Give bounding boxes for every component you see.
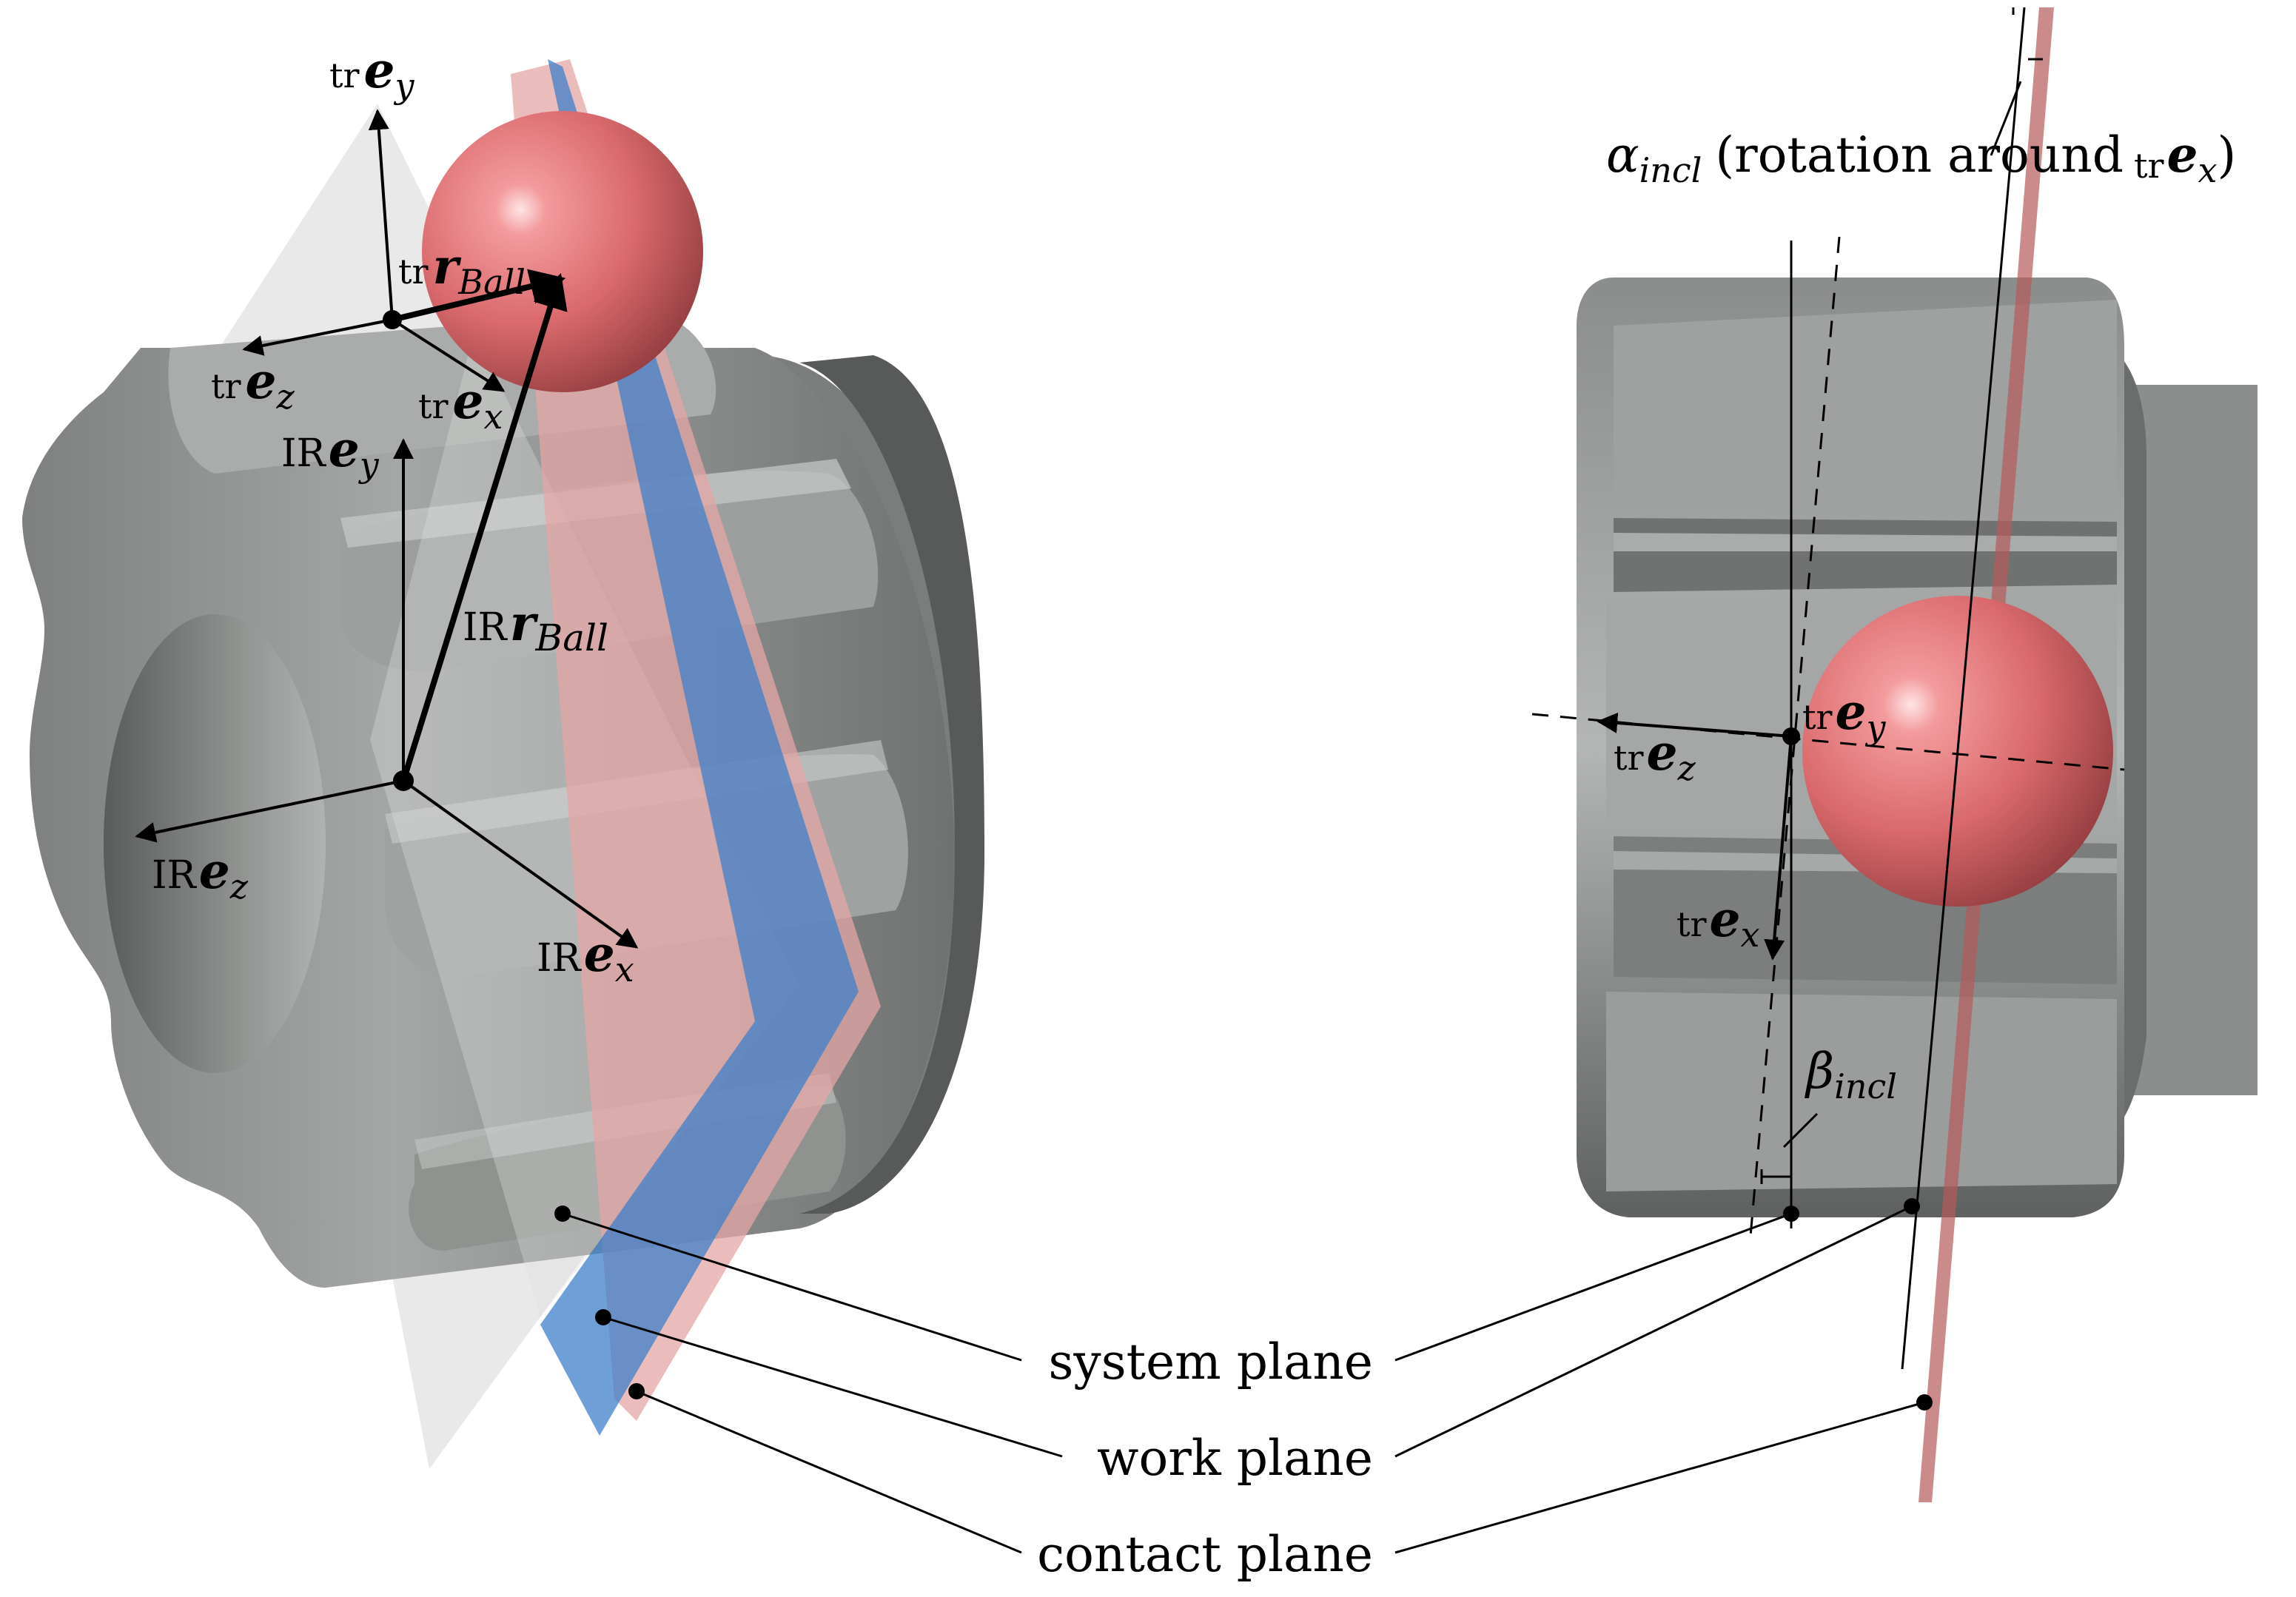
label-right-tr-ex: trex	[1676, 890, 1759, 955]
svg-text:trex: trex	[1676, 890, 1759, 955]
work-plane-left	[540, 59, 859, 1436]
svg-text:IRez: IRez	[152, 842, 249, 907]
svg-text:IRrBall: IRrBall	[463, 594, 608, 659]
ir-origin	[393, 770, 414, 791]
tr-origin-right	[1782, 727, 1800, 745]
label-left-ir-ex: IRex	[537, 925, 634, 989]
tr-frame-right	[1597, 712, 1793, 961]
svg-text:IRex: IRex	[537, 925, 634, 989]
svg-text:trez: trez	[1614, 724, 1696, 788]
label-left-ir-rball: IRrBall	[463, 594, 608, 659]
system-plane-label: system plane	[1049, 1334, 1373, 1391]
label-left-tr-ez: trez	[211, 352, 295, 417]
inner-ring-isometric-view: trey trrBall trez trex IRey IRrBall IRez…	[22, 41, 984, 1469]
contact-plane-label: contact plane	[1037, 1526, 1373, 1583]
label-left-ir-ey: IRey	[281, 420, 380, 485]
ball-left	[422, 111, 703, 392]
label-left-ir-ez: IRez	[152, 842, 249, 907]
svg-text:trey: trey	[329, 41, 414, 106]
label-right-tr-ey: trey	[1802, 683, 1886, 747]
tr-frame	[242, 109, 566, 392]
label-left-tr-ex: trex	[418, 372, 503, 437]
svg-text:IRey: IRey	[281, 420, 380, 485]
work-plane-label: work plane	[1097, 1430, 1373, 1487]
beta-incl-label: βincl	[1804, 1043, 1897, 1106]
svg-text:trez: trez	[211, 352, 295, 417]
label-left-tr-ey: trey	[329, 41, 414, 106]
bore	[104, 614, 326, 1073]
svg-text:trey: trey	[1802, 683, 1886, 747]
ir-frame	[135, 272, 639, 949]
svg-text:trrBall: trrBall	[398, 238, 526, 302]
label-left-tr-rball: trrBall	[398, 238, 526, 302]
label-right-tr-ez: trez	[1614, 724, 1696, 788]
leader-lines	[562, 1205, 1925, 1554]
tr-origin	[383, 310, 402, 329]
svg-text:βincl: βincl	[1804, 1043, 1897, 1106]
svg-text:trex: trex	[418, 372, 503, 437]
